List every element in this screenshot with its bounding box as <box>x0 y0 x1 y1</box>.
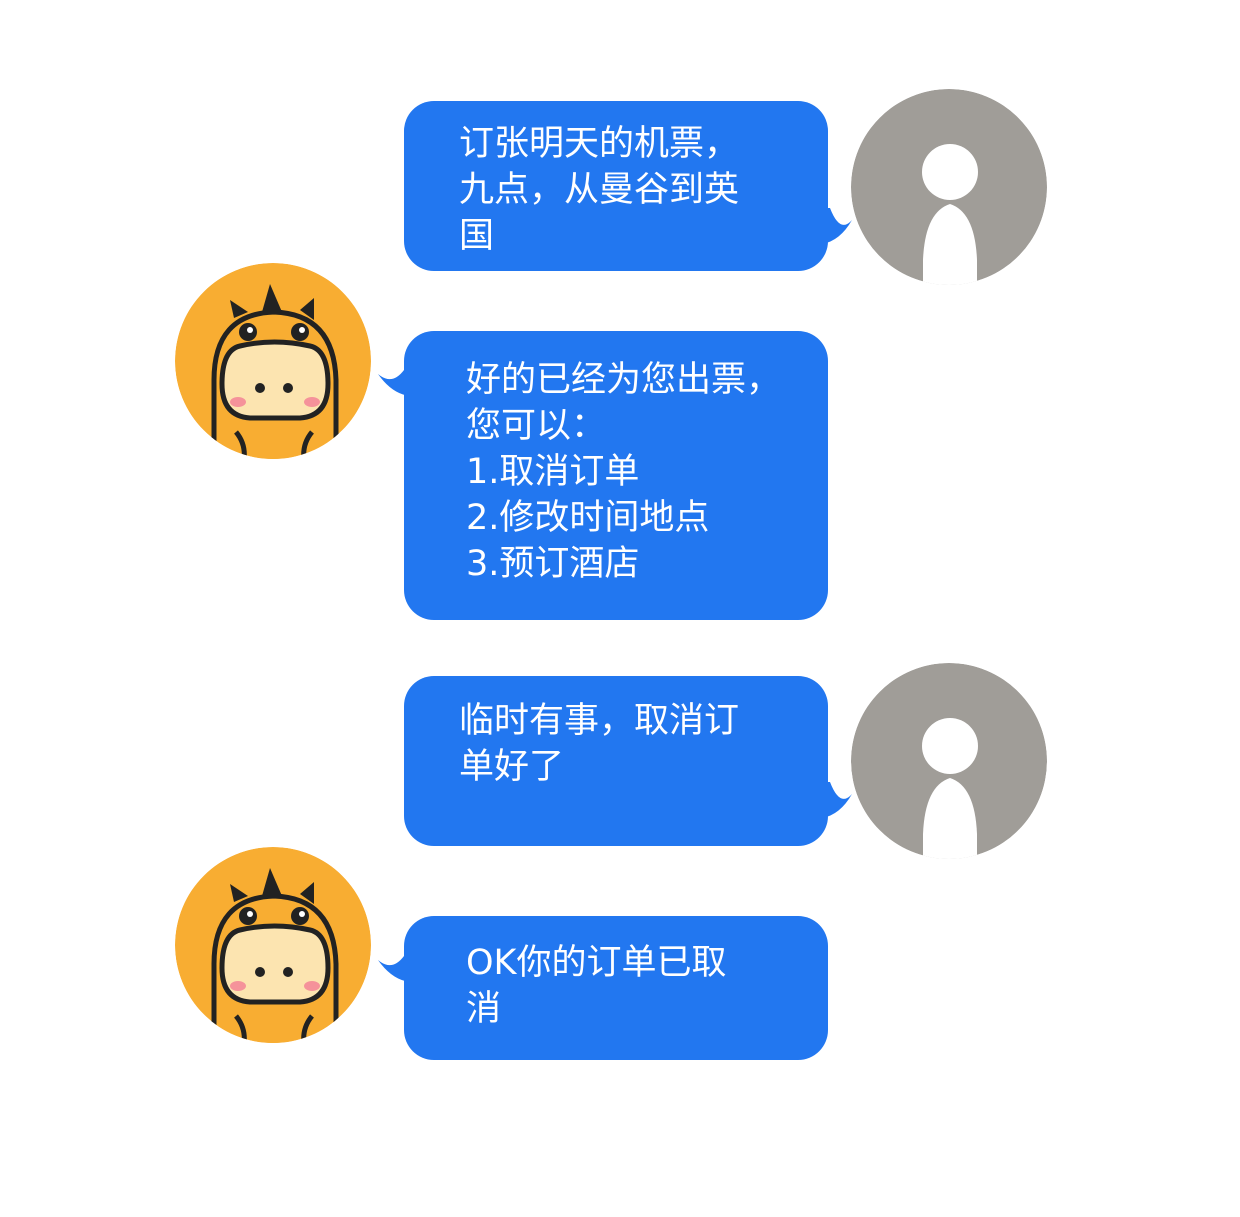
bubble-tail <box>822 208 852 244</box>
message-text: 好的已经为您出票， 您可以： 1.取消订单 2.修改时间地点 3.预订酒店 <box>466 360 782 584</box>
message-bubble-bot: 好的已经为您出票， 您可以： 1.取消订单 2.修改时间地点 3.预订酒店 <box>404 331 828 620</box>
bubble-tail <box>378 956 410 982</box>
bubble-tail <box>378 370 410 396</box>
message-text: 临时有事，取消订 单好了 <box>459 701 740 787</box>
message-text: 订张明天的机票， 九点，从曼谷到英 国 <box>459 124 740 256</box>
message-bubble-user: 订张明天的机票， 九点，从曼谷到英 国 <box>404 101 828 271</box>
user-silhouette-icon <box>851 663 1047 859</box>
dinosaur-mascot-icon <box>175 847 371 1043</box>
message-bubble-bot: OK你的订单已取 消 <box>404 916 828 1060</box>
dinosaur-mascot-icon <box>175 263 371 459</box>
user-silhouette-icon <box>851 89 1047 285</box>
message-text: OK你的订单已取 消 <box>466 943 727 1029</box>
message-bubble-user: 临时有事，取消订 单好了 <box>404 676 828 846</box>
bubble-tail <box>822 782 852 818</box>
